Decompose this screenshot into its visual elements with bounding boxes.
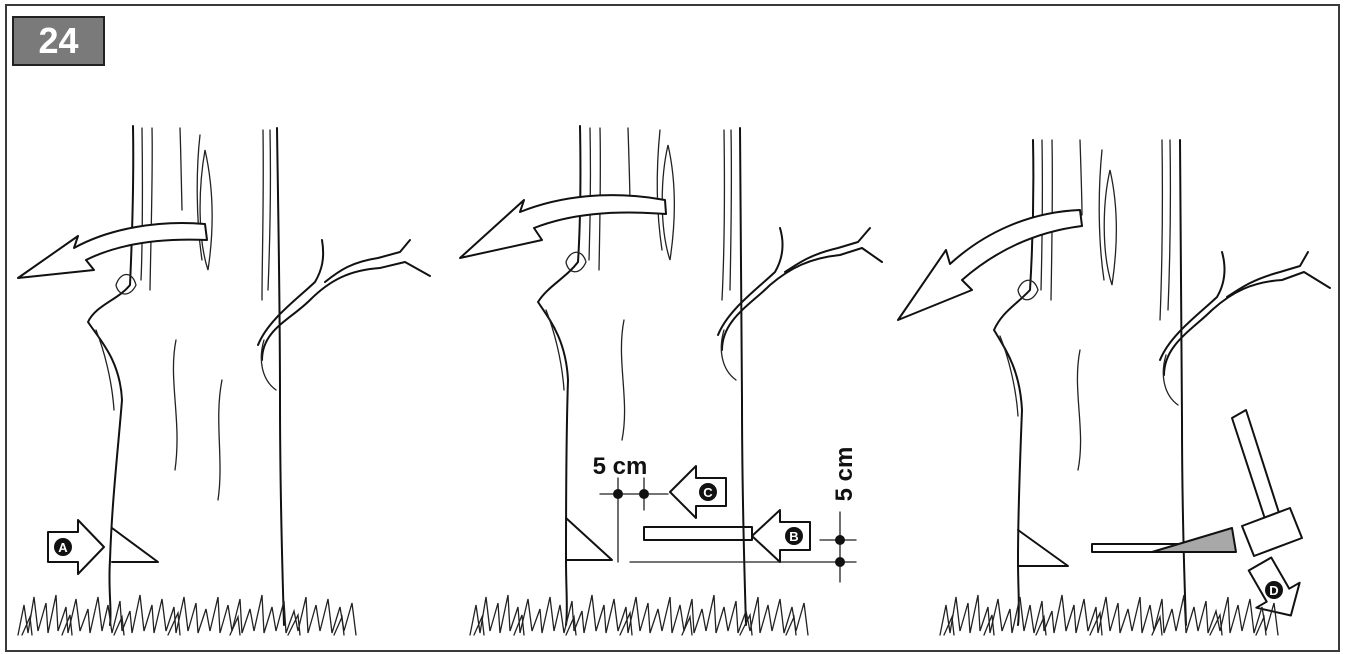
fall-direction-arrow-2 bbox=[459, 194, 667, 259]
felling-wedge bbox=[1151, 527, 1237, 553]
svg-text:5 cm: 5 cm bbox=[831, 447, 858, 502]
svg-text:5 cm: 5 cm bbox=[593, 453, 648, 480]
measurement-horizontal: 5 cm bbox=[593, 453, 669, 563]
tree-trunk-2 bbox=[537, 125, 883, 626]
svg-text:B: B bbox=[789, 529, 798, 544]
grass-3 bbox=[939, 594, 1279, 636]
fall-direction-arrow-3 bbox=[897, 209, 1083, 321]
marker-d: D bbox=[1247, 556, 1301, 617]
marker-a: A bbox=[47, 519, 105, 575]
panel-1: A bbox=[17, 125, 431, 636]
svg-text:D: D bbox=[1269, 583, 1278, 598]
figure-number-badge: 24 bbox=[12, 16, 105, 66]
grass-2 bbox=[469, 594, 809, 636]
hammer-icon bbox=[1231, 409, 1303, 557]
grass-1 bbox=[17, 594, 357, 636]
tree-trunk-1 bbox=[87, 125, 431, 626]
marker-c: C bbox=[669, 465, 727, 519]
fall-direction-arrow-1 bbox=[17, 222, 208, 279]
panel-2: 5 cm 5 cm C B bbox=[459, 125, 883, 636]
svg-text:C: C bbox=[703, 485, 713, 500]
marker-b: B bbox=[751, 509, 811, 563]
panel-3: D bbox=[897, 139, 1331, 636]
svg-text:A: A bbox=[58, 540, 68, 555]
measurement-vertical: 5 cm bbox=[629, 447, 858, 583]
